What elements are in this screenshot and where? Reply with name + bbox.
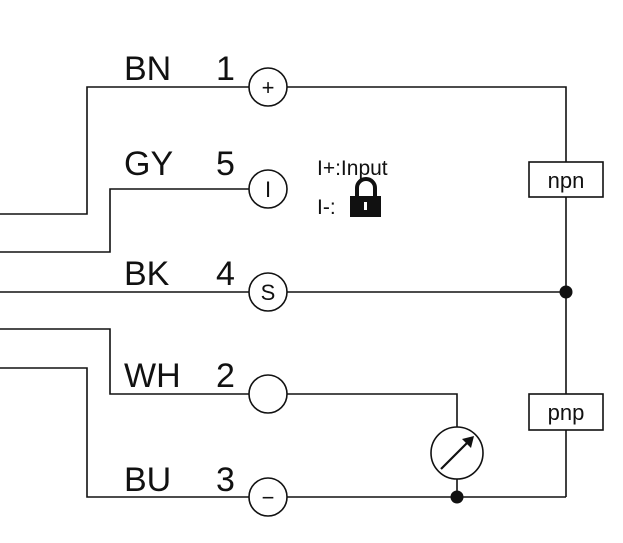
wire-bu-pin-label: 3 <box>216 461 235 499</box>
terminal-3-symbol: − <box>262 485 275 510</box>
terminal-1-plus <box>248 67 288 107</box>
wire-bn-color-label: BN <box>124 50 171 88</box>
lock-icon <box>350 177 381 217</box>
npn-box: npn <box>528 161 604 198</box>
pnp-box: pnp <box>528 393 604 431</box>
pnp-label: pnp <box>548 400 585 425</box>
wire-bk: S BK 4 <box>0 255 566 312</box>
terminal-1-symbol: + <box>262 75 275 100</box>
terminal-4-switch <box>248 272 288 312</box>
wire-bu-color-label: BU <box>124 461 171 499</box>
wire-bk-pin-label: 4 <box>216 255 235 293</box>
terminal-5-input <box>248 169 288 209</box>
wire-bn: + BN 1 <box>0 50 567 215</box>
wire-gy-pin-label: 5 <box>216 145 235 183</box>
terminal-5-symbol: I <box>265 177 271 202</box>
analog-meter-icon <box>430 426 484 497</box>
note-line-2: I-: <box>317 196 336 219</box>
wire-gy-color-label: GY <box>124 145 173 183</box>
npn-label: npn <box>548 168 585 193</box>
terminal-3-minus <box>248 477 288 517</box>
wire-bu: − BU 3 <box>0 367 566 517</box>
wire-gy: I GY 5 <box>0 145 288 253</box>
terminal-2-analog <box>248 374 288 414</box>
junction-dot-bu <box>450 490 464 504</box>
wire-bn-pin-label: 1 <box>216 50 235 88</box>
note-line-1: I+:Input <box>317 157 388 180</box>
wire-wh: WH 2 <box>0 328 458 427</box>
wire-bk-color-label: BK <box>124 255 170 293</box>
terminal-4-symbol: S <box>261 280 276 305</box>
wire-wh-pin-label: 2 <box>216 357 235 395</box>
wire-wh-color-label: WH <box>124 357 181 395</box>
